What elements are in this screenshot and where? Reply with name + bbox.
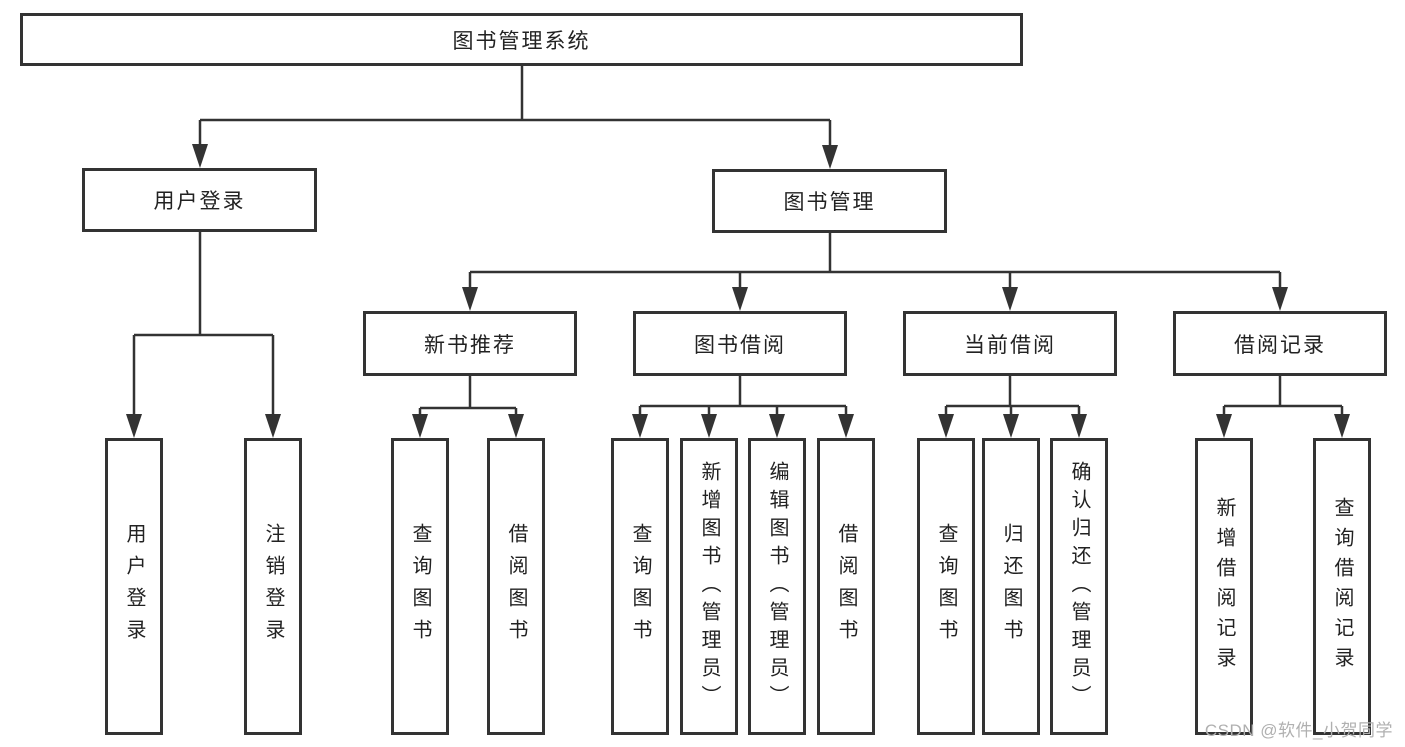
node-bb-query-books: 查询图书 [611, 438, 669, 735]
node-cb-return-books: 归还图书 [982, 438, 1040, 735]
node-root: 图书管理系统 [20, 13, 1023, 66]
node-br-query-record: 查询借阅记录 [1313, 438, 1371, 735]
connector-borrow-records-children [1216, 376, 1350, 438]
node-bb-edit-books-admin: 编辑图书（管理员） [748, 438, 806, 735]
node-cb-confirm-return-admin: 确认归还（管理员） [1050, 438, 1108, 735]
connector-book-borrow-children [632, 376, 854, 438]
node-logout: 注销登录 [244, 438, 302, 735]
node-nbr-query-books: 查询图书 [391, 438, 449, 735]
node-user-login: 用户登录 [82, 168, 317, 232]
node-bb-borrow-books: 借阅图书 [817, 438, 875, 735]
node-bb-add-books-admin: 新增图书（管理员） [680, 438, 738, 735]
connector-root-to-level2 [192, 66, 838, 169]
connector-current-borrow-children [938, 375, 1087, 438]
node-cb-query-books: 查询图书 [917, 438, 975, 735]
node-book-borrow: 图书借阅 [633, 311, 847, 376]
connector-new-book-recommend-children [412, 376, 524, 438]
node-borrow-records: 借阅记录 [1173, 311, 1387, 376]
node-book-management: 图书管理 [712, 169, 947, 233]
connector-user-login-children [126, 232, 281, 438]
node-current-borrow: 当前借阅 [903, 311, 1117, 376]
csdn-watermark: CSDN @软件_小贺同学 [1204, 721, 1393, 740]
node-nbr-borrow-books: 借阅图书 [487, 438, 545, 735]
connector-book-management-children [462, 233, 1288, 311]
node-br-add-record: 新增借阅记录 [1195, 438, 1253, 735]
node-new-book-recommend: 新书推荐 [363, 311, 577, 376]
node-login: 用户登录 [105, 438, 163, 735]
